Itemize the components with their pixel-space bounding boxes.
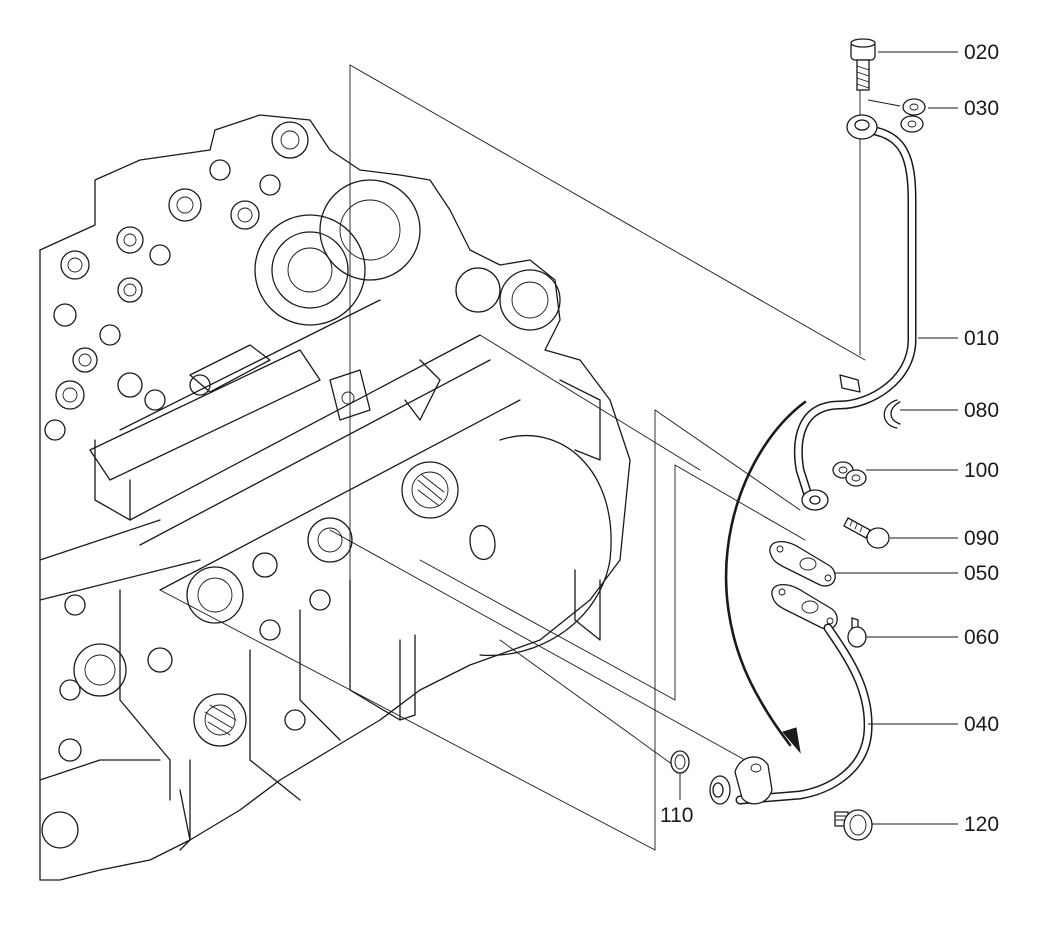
bolt-060-drawing [847, 617, 867, 648]
gaskets-050-drawing [769, 541, 838, 630]
washers-030-drawing [900, 98, 926, 133]
callout-labels: 020 030 010 080 100 090 050 060 040 110 … [660, 41, 999, 836]
washers-100-drawing [832, 461, 867, 487]
bolt-020-drawing [850, 38, 876, 91]
engine-block-drawing [39, 114, 631, 881]
rotation-arrow [724, 400, 807, 754]
oil-pipe-040 [709, 623, 873, 805]
callout-010: 010 [964, 327, 999, 350]
bolt-120-drawing [834, 809, 873, 841]
callout-080: 080 [964, 399, 999, 422]
clip-080-drawing [883, 399, 901, 429]
callout-050: 050 [964, 562, 999, 585]
callout-020: 020 [964, 41, 999, 64]
callout-090: 090 [964, 527, 999, 550]
callout-110: 110 [660, 804, 693, 827]
exploded-view-frames [159, 64, 866, 851]
callout-030: 030 [964, 97, 999, 120]
callout-100: 100 [964, 459, 999, 482]
callout-060: 060 [964, 626, 999, 649]
bolt-090-drawing [843, 517, 890, 549]
o-ring-110-drawing [670, 750, 690, 774]
leader-lines [679, 51, 958, 825]
bracket-near-pipe [839, 374, 861, 393]
callout-040: 040 [964, 713, 999, 736]
callout-120: 120 [964, 813, 999, 836]
oil-pipe-010 [793, 114, 917, 511]
